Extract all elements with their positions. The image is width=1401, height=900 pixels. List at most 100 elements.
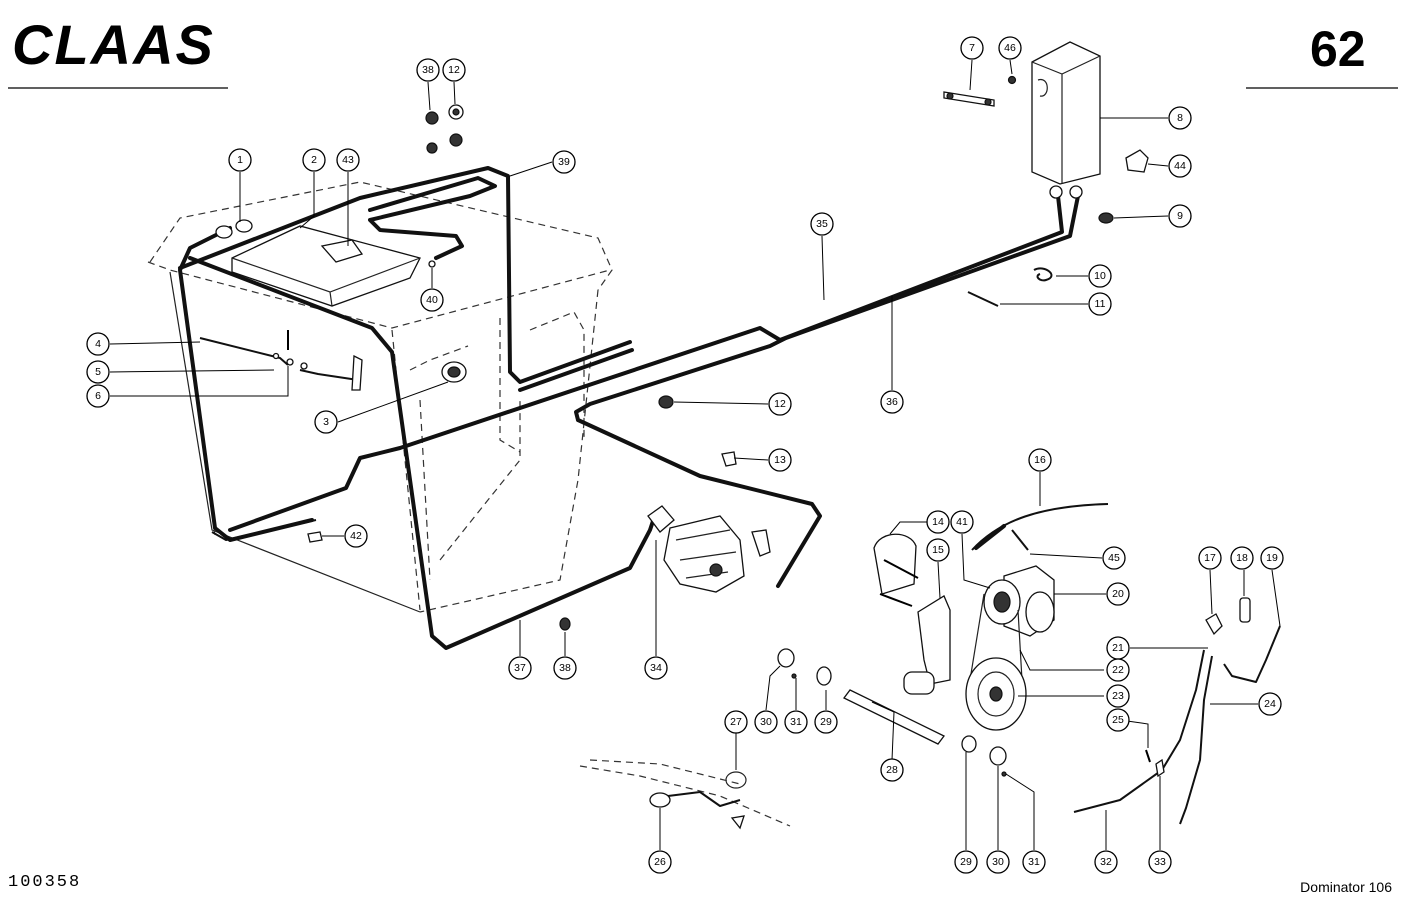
- callout-45: 45: [1102, 546, 1126, 570]
- svg-text:25: 25: [1112, 714, 1124, 726]
- svg-text:5: 5: [95, 366, 101, 378]
- callout-16: 16: [1028, 448, 1052, 472]
- svg-text:21: 21: [1112, 642, 1124, 654]
- svg-text:33: 33: [1154, 856, 1166, 868]
- callout-5: 5: [86, 360, 110, 384]
- roof-unit: [231, 225, 421, 307]
- callout-18: 18: [1230, 546, 1254, 570]
- callout-38b: 38: [553, 656, 577, 680]
- svg-text:31: 31: [790, 716, 802, 728]
- nut-38: [559, 617, 571, 631]
- svg-text:8: 8: [1177, 112, 1183, 124]
- sensor-18: [1239, 597, 1251, 623]
- svg-text:35: 35: [816, 218, 828, 230]
- wire-19: [1223, 625, 1281, 683]
- callout-17: 17: [1198, 546, 1222, 570]
- relay-44: [1125, 149, 1149, 173]
- svg-text:46: 46: [1004, 42, 1016, 54]
- svg-text:18: 18: [1236, 552, 1248, 564]
- svg-text:10: 10: [1094, 270, 1106, 282]
- reservoir-8: [1031, 41, 1101, 199]
- svg-text:37: 37: [514, 662, 526, 674]
- leader-lines: [109, 59, 1281, 850]
- callout-36: 36: [880, 390, 904, 414]
- washer-31-top: [791, 673, 797, 679]
- svg-text:3: 3: [323, 416, 329, 428]
- svg-text:6: 6: [95, 390, 101, 402]
- bushing-30-top: [777, 648, 795, 668]
- connector-33: [1155, 758, 1165, 778]
- switch-17: [1205, 613, 1223, 636]
- svg-text:42: 42: [350, 530, 362, 542]
- svg-text:29: 29: [960, 856, 972, 868]
- brand-logo: CLAAS: [12, 13, 215, 76]
- callout-1: 1: [228, 148, 252, 172]
- callout-32: 32: [1094, 850, 1118, 874]
- callout-15: 15: [926, 538, 950, 562]
- svg-text:24: 24: [1264, 698, 1276, 710]
- callout-25: 25: [1106, 708, 1130, 732]
- pipe-36: [574, 194, 1080, 588]
- callout-21: 21: [1106, 636, 1130, 660]
- callout-13: 13: [768, 448, 792, 472]
- callout-14: 14: [926, 510, 950, 534]
- svg-text:12: 12: [774, 398, 786, 410]
- svg-text:29: 29: [820, 716, 832, 728]
- page-number: 62: [1310, 21, 1366, 77]
- callout-37: 37: [508, 656, 532, 680]
- svg-text:41: 41: [956, 516, 968, 528]
- callout-29b: 29: [954, 850, 978, 874]
- grommet-12: [658, 395, 674, 409]
- svg-text:23: 23: [1112, 690, 1124, 702]
- callout-10: 10: [1088, 264, 1112, 288]
- callout-11: 11: [1088, 292, 1112, 316]
- compressor-pulley-assembly: [965, 565, 1055, 731]
- svg-text:34: 34: [650, 662, 662, 674]
- callout-41: 41: [950, 510, 974, 534]
- svg-text:20: 20: [1112, 588, 1124, 600]
- bracket-4-5-6: [199, 330, 363, 391]
- callout-34: 34: [644, 656, 668, 680]
- callout-40: 40: [420, 288, 444, 312]
- shield-14: [873, 533, 919, 607]
- callout-12b: 12: [768, 392, 792, 416]
- nut-9: [1098, 212, 1114, 224]
- svg-text:13: 13: [774, 454, 786, 466]
- callout-3: 3: [314, 410, 338, 434]
- svg-text:4: 4: [95, 338, 101, 350]
- callout-19: 19: [1260, 546, 1284, 570]
- callout-12: 12: [442, 58, 466, 82]
- nut-46: [1007, 75, 1017, 85]
- callout-2: 2: [302, 148, 326, 172]
- svg-text:9: 9: [1177, 210, 1183, 222]
- callout-30: 30: [754, 710, 778, 734]
- callout-27: 27: [724, 710, 748, 734]
- bracket-15: [903, 595, 951, 695]
- callout-9: 9: [1168, 204, 1192, 228]
- callout-31: 31: [784, 710, 808, 734]
- callout-43: 43: [336, 148, 360, 172]
- callout-4: 4: [86, 332, 110, 356]
- callout-8: 8: [1168, 106, 1192, 130]
- svg-text:2: 2: [311, 154, 317, 166]
- callout-7: 7: [960, 36, 984, 60]
- washer-40: [428, 260, 436, 268]
- svg-text:38: 38: [422, 64, 434, 76]
- hose-16: [971, 503, 1109, 551]
- harness-26: [579, 759, 791, 830]
- clamp-42: [307, 531, 323, 543]
- callout-42: 42: [344, 524, 368, 548]
- svg-text:11: 11: [1095, 298, 1106, 310]
- callout-46: 46: [998, 36, 1022, 60]
- callout-35: 35: [810, 212, 834, 236]
- compressor-34: [647, 505, 771, 593]
- document-number: 100358: [8, 873, 81, 892]
- callout-38: 38: [416, 58, 440, 82]
- cab-outline: [147, 181, 613, 613]
- model-name: Dominator 106: [1300, 879, 1392, 895]
- svg-text:31: 31: [1028, 856, 1040, 868]
- svg-text:14: 14: [932, 516, 944, 528]
- svg-text:19: 19: [1266, 552, 1278, 564]
- callout-44: 44: [1168, 154, 1192, 178]
- pipe-39: [178, 166, 632, 384]
